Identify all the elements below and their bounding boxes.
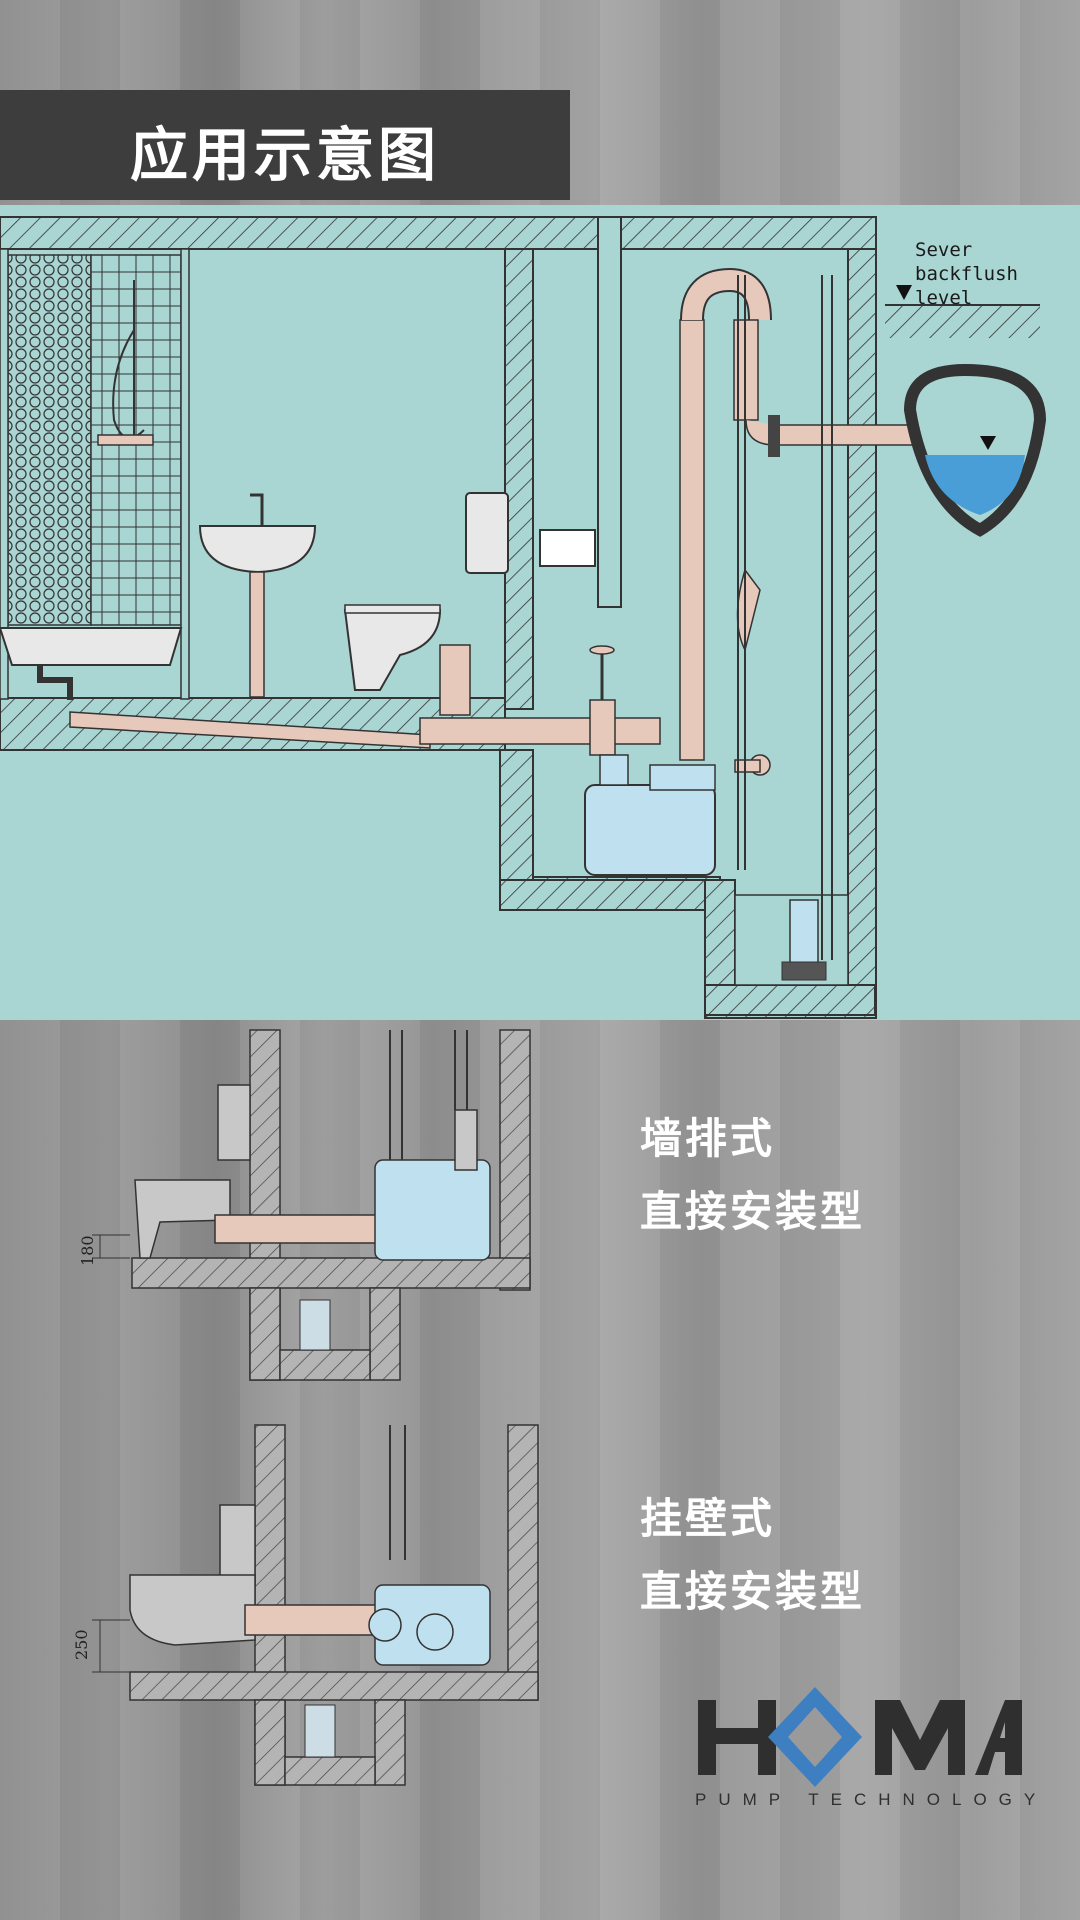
sewer-backflush-label: Sever backflush level: [915, 238, 1080, 310]
discharge-pipe: [679, 319, 705, 761]
sewer-water: [925, 455, 1025, 515]
installation-1-subtype: 直接安装型: [640, 1187, 866, 1236]
dimension-250: 250: [72, 1629, 91, 1660]
sump-pump: [789, 899, 819, 966]
ceiling-slab: [0, 216, 599, 250]
title-bar: [0, 90, 570, 200]
toilet-bowl: [343, 609, 442, 691]
backflush-level-marker: [896, 285, 912, 300]
bathtub: [0, 627, 183, 666]
outer-wall: [847, 248, 877, 1016]
toilet-cistern: [465, 492, 509, 574]
shower-hex-tiles: [7, 254, 92, 626]
drain-pipe: [69, 711, 431, 749]
installation-2-type: 挂壁式: [640, 1494, 776, 1543]
page-title: 应用示意图: [130, 121, 441, 189]
installation-2-subtype: 直接安装型: [640, 1567, 866, 1616]
gate-valve: [589, 699, 616, 756]
basin-tap: [250, 493, 264, 526]
lifting-unit: [584, 784, 716, 876]
dimension-180: 180: [78, 1235, 97, 1266]
wall-installation-diagram: [92, 1029, 531, 1381]
installation-1-type: 墙排式: [640, 1114, 776, 1163]
wall-hung-installation-diagram: [92, 1424, 539, 1786]
shower-mixer: [97, 434, 154, 446]
control-box: [539, 529, 596, 567]
vent-pipe: [597, 216, 622, 608]
sewer-label-line1: Sever: [915, 239, 973, 261]
homa-logo: [698, 1687, 1022, 1787]
sewer-connection-pipe: [745, 419, 931, 446]
sewer-label-line2: backflush level: [915, 263, 1018, 309]
brand-tagline: PUMP TECHNOLOGY: [695, 1790, 1048, 1809]
